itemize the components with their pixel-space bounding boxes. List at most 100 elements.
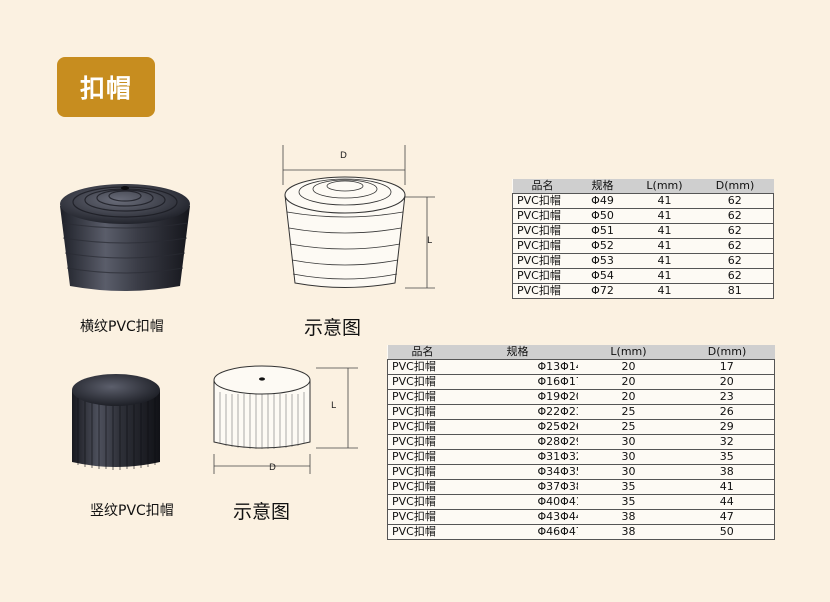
table-cell: Φ49: [572, 193, 633, 209]
table-cell: 35: [577, 479, 680, 495]
table-cell: Φ50: [572, 208, 633, 224]
table-cell: PVC扣帽: [512, 283, 573, 299]
table-cell: PVC扣帽: [512, 268, 573, 284]
diagram-caption: 示意图: [304, 317, 362, 339]
table-cell: 26: [679, 404, 775, 420]
table-cell: Φ53: [572, 253, 633, 269]
table-cell: 20: [577, 359, 680, 375]
table-row: PVC扣帽Φ19Φ20Φ212023: [387, 389, 775, 405]
table-cell: 41: [632, 253, 697, 269]
horizontal-rib-cap-caption: 横纹PVC扣帽: [80, 319, 164, 335]
table-cell: PVC扣帽: [512, 253, 573, 269]
table-cell: PVC扣帽: [387, 359, 458, 375]
table-row: PVC扣帽Φ25Φ26Φ272529: [387, 419, 775, 435]
table-cell: PVC扣帽: [387, 374, 458, 390]
table-cell: Φ40Φ41Φ42: [457, 494, 578, 510]
table-cell: 62: [696, 223, 774, 239]
table-cell: PVC扣帽: [387, 449, 458, 465]
table-cell: 38: [577, 509, 680, 525]
column-header: D(mm): [679, 345, 775, 360]
table-row: PVC扣帽Φ40Φ41Φ423544: [387, 494, 775, 510]
table-cell: 25: [577, 419, 680, 435]
table-cell: Φ72: [572, 283, 633, 299]
table-cell: PVC扣帽: [387, 494, 458, 510]
spec-table-vertical: 品名 规格 L(mm) D(mm) PVC扣帽Φ13Φ14Φ152017PVC扣…: [387, 345, 775, 540]
table-cell: 30: [577, 449, 680, 465]
column-header: L(mm): [577, 345, 680, 360]
table-cell: Φ52: [572, 238, 633, 254]
table-cell: PVC扣帽: [512, 208, 573, 224]
table-row: PVC扣帽Φ37Φ38Φ393541: [387, 479, 775, 495]
table-cell: 62: [696, 208, 774, 224]
vertical-rib-cap-caption: 竖纹PVC扣帽: [90, 503, 174, 519]
table-cell: 17: [679, 359, 775, 375]
table-cell: 38: [577, 524, 680, 540]
table-row: PVC扣帽Φ31Φ32Φ333035: [387, 449, 775, 465]
table-cell: Φ25Φ26Φ27: [457, 419, 578, 435]
table-row: PVC扣帽Φ46Φ47Φ483850: [387, 524, 775, 540]
table-cell: 35: [679, 449, 775, 465]
table-cell: PVC扣帽: [387, 389, 458, 405]
table-cell: Φ19Φ20Φ21: [457, 389, 578, 405]
table-cell: Φ34Φ35Φ36: [457, 464, 578, 480]
table-cell: 23: [679, 389, 775, 405]
table-cell: PVC扣帽: [512, 223, 573, 239]
table-cell: 30: [577, 434, 680, 450]
table-cell: Φ28Φ29Φ30: [457, 434, 578, 450]
table-cell: 32: [679, 434, 775, 450]
table-header-row: 品名 规格 L(mm) D(mm): [512, 179, 774, 194]
table-cell: 20: [679, 374, 775, 390]
table-cell: 41: [679, 479, 775, 495]
table-cell: Φ46Φ47Φ48: [457, 524, 578, 540]
column-header: L(mm): [632, 179, 697, 194]
table-row: PVC扣帽Φ43Φ44Φ453847: [387, 509, 775, 525]
table-cell: PVC扣帽: [387, 524, 458, 540]
dimension-label-d: D: [340, 151, 347, 161]
horizontal-rib-cap-diagram: [282, 145, 435, 289]
table-cell: PVC扣帽: [512, 193, 573, 209]
table-cell: 62: [696, 238, 774, 254]
table-cell: 81: [696, 283, 774, 299]
table-row: PVC扣帽Φ13Φ14Φ152017: [387, 359, 775, 375]
table-cell: Φ13Φ14Φ15: [457, 359, 578, 375]
table-cell: Φ51: [572, 223, 633, 239]
table-row: PVC扣帽Φ34Φ35Φ363038: [387, 464, 775, 480]
table-cell: PVC扣帽: [387, 404, 458, 420]
column-header: 规格: [572, 179, 633, 194]
table-cell: 41: [632, 193, 697, 209]
table-cell: 20: [577, 374, 680, 390]
table-cell: PVC扣帽: [387, 509, 458, 525]
table-cell: 41: [632, 283, 697, 299]
table-cell: Φ37Φ38Φ39: [457, 479, 578, 495]
table-cell: 62: [696, 268, 774, 284]
table-cell: Φ31Φ32Φ33: [457, 449, 578, 465]
vertical-rib-cap-diagram: [213, 365, 358, 474]
page-title: 扣帽: [57, 57, 155, 117]
table-cell: 41: [632, 223, 697, 239]
horizontal-rib-cap-photo: [60, 184, 190, 291]
table-cell: PVC扣帽: [387, 479, 458, 495]
dimension-label-l: L: [331, 401, 337, 411]
table-cell: 41: [632, 208, 697, 224]
column-header: 品名: [387, 345, 458, 360]
table-cell: PVC扣帽: [387, 464, 458, 480]
dimension-label-l: L: [427, 236, 433, 246]
table-cell: Φ22Φ23Φ24Φ25: [457, 404, 578, 420]
table-cell: 44: [679, 494, 775, 510]
table-cell: 38: [679, 464, 775, 480]
table-cell: 29: [679, 419, 775, 435]
diagram-caption: 示意图: [233, 501, 291, 523]
vertical-rib-cap-photo: [72, 374, 160, 470]
table-cell: 35: [577, 494, 680, 510]
dimension-label-d: D: [269, 463, 276, 473]
column-header: 品名: [512, 179, 573, 194]
table-cell: 30: [577, 464, 680, 480]
table-row: PVC扣帽Φ22Φ23Φ24Φ252526: [387, 404, 775, 420]
table-cell: 20: [577, 389, 680, 405]
